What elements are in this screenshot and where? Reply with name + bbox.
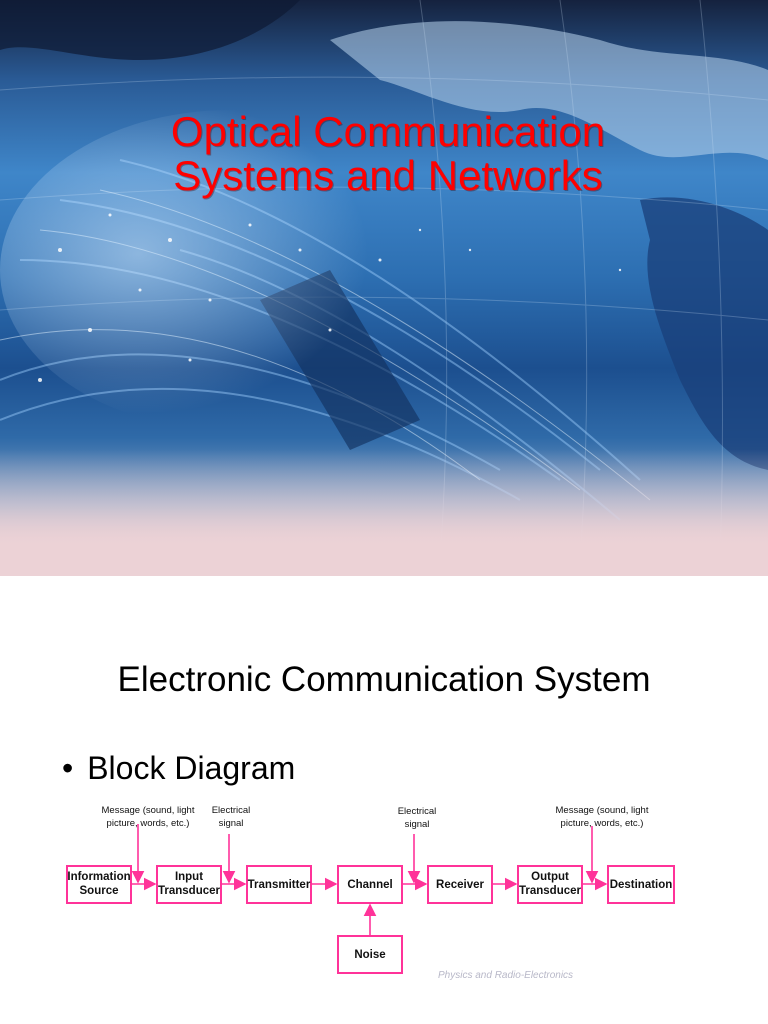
label-noise: Noise	[354, 949, 385, 961]
title-line: Systems and Networks	[173, 152, 603, 199]
label-destination: Destination	[610, 879, 673, 891]
label-channel: Channel	[347, 879, 392, 891]
bullet-text: Block Diagram	[87, 750, 296, 786]
slide-title: Optical Communication Systems and Networ…	[118, 110, 658, 198]
content-slide: Electronic Communication System • Block D…	[0, 576, 768, 1024]
title-slide: Optical Communication Systems and Networ…	[0, 0, 768, 576]
block-receiver	[427, 865, 493, 904]
label-transmitter: Transmitter	[248, 879, 311, 891]
title-line: Optical Communication	[170, 108, 606, 155]
credit-watermark: Physics and Radio-Electronics	[438, 970, 573, 981]
slide-heading: Electronic Communication System	[117, 660, 651, 699]
block-noise	[337, 935, 403, 974]
label-receiver: Receiver	[436, 879, 484, 891]
fiber-optic-background-image	[0, 0, 768, 576]
bullet-item: • Block Diagram	[62, 750, 295, 787]
block-destination	[607, 865, 675, 904]
bullet-dot-icon: •	[62, 750, 74, 786]
